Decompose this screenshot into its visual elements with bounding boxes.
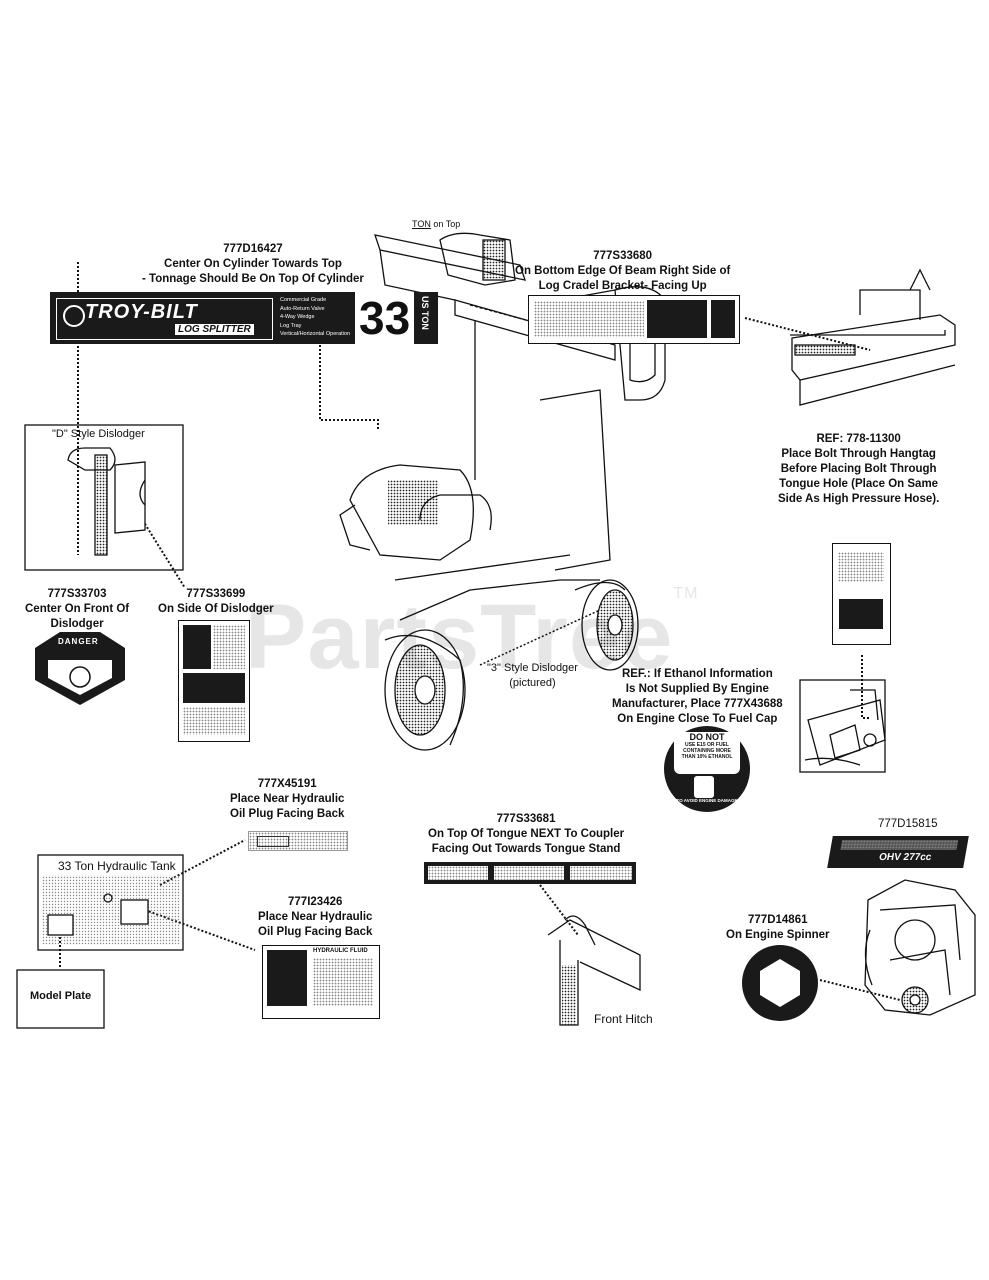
feature-item: Vertical/Horizontal Operation bbox=[280, 331, 351, 337]
three-style-dislodger-label: "3" Style Dislodger (pictured) bbox=[487, 661, 578, 691]
on-top-word: on Top bbox=[430, 219, 461, 229]
leader-line-tongue bbox=[539, 884, 579, 936]
feature-item: Auto-Return Valve bbox=[280, 305, 325, 312]
callout-ref-778-11300: REF: 778-11300 Place Bolt Through Hangta… bbox=[778, 432, 939, 507]
log-splitter-label: LOG SPLITTER bbox=[175, 324, 254, 335]
danger-label: DANGER bbox=[58, 637, 99, 646]
feature-item: Commercial Grade bbox=[280, 297, 327, 303]
callout-line: Log Cradel Bracket- Facing Up bbox=[538, 280, 707, 292]
troybilt-logo: TROY-BILT bbox=[85, 301, 198, 323]
part-number: REF: 778-11300 bbox=[816, 433, 901, 445]
hydraulic-fluid-label: HYDRAULIC FLUID bbox=[313, 948, 368, 954]
callout-777d16427: 777D16427 Center On Cylinder Towards Top… bbox=[142, 242, 364, 287]
leader-line-cylinder bbox=[319, 345, 379, 430]
trademark-mark: TM bbox=[673, 585, 699, 602]
beam-inset-drawing bbox=[790, 268, 956, 406]
model-plate-box bbox=[16, 969, 105, 1029]
callout-line: On Side Of Dislodger bbox=[158, 603, 274, 615]
part-number: 777D15815 bbox=[878, 818, 938, 830]
front-hitch-label: Front Hitch bbox=[594, 1012, 653, 1026]
callout-777x45191: 777X45191 Place Near Hydraulic Oil Plug … bbox=[230, 777, 344, 822]
callout-777d15815: 777D15815 bbox=[878, 817, 937, 832]
hexagon-icon bbox=[760, 959, 800, 1007]
part-number: 777I23426 bbox=[288, 896, 343, 908]
dislodger-side-decal bbox=[178, 620, 250, 742]
ethanol-line: THAN 10% ETHANOL bbox=[681, 754, 733, 760]
callout-line: Oil Plug Facing Back bbox=[230, 808, 345, 820]
model-plate-label: Model Plate bbox=[29, 990, 92, 1002]
troybilt-tonnage-decal: TROY-BILT LOG SPLITTER Commercial Grade … bbox=[50, 292, 438, 344]
leader-line-hangtag bbox=[861, 655, 870, 719]
leader-line-beam bbox=[744, 317, 871, 351]
callout-777i23426: 777I23426 Place Near Hydraulic Oil Plug … bbox=[258, 895, 372, 940]
callout-777d14861: 777D14861 On Engine Spinner bbox=[726, 913, 830, 943]
callout-line: Side As High Pressure Hose). bbox=[778, 493, 940, 505]
callout-line: Manufacturer, Place 777X43688 bbox=[612, 698, 783, 710]
part-number: 777D14861 bbox=[748, 914, 808, 926]
callout-line: Tongue Hole (Place On Same bbox=[779, 478, 939, 490]
ton-on-top-label: TON on Top bbox=[412, 219, 460, 229]
ethanol-line: DO NOT bbox=[689, 732, 725, 742]
hydraulic-tank-label: 33 Ton Hydraulic Tank bbox=[58, 859, 176, 873]
part-number: 777S33699 bbox=[186, 588, 246, 600]
callout-line: On Top Of Tongue NEXT To Coupler bbox=[428, 828, 625, 840]
hangtag-decal bbox=[832, 543, 891, 645]
callout-line: On Engine Spinner bbox=[726, 929, 830, 941]
callout-ref-ethanol: REF.: If Ethanol Information Is Not Supp… bbox=[612, 667, 783, 727]
callout-line: - Tonnage Should Be On Top Of Cylinder bbox=[142, 273, 364, 285]
part-number: 777S33681 bbox=[496, 813, 556, 825]
callout-777s33680: 777S33680 On Bottom Edge Of Beam Right S… bbox=[515, 249, 730, 294]
part-number: 777S33703 bbox=[47, 588, 107, 600]
ton-word: TON bbox=[412, 219, 431, 229]
leader-line-tank-2 bbox=[144, 909, 256, 951]
engine-ohv-decal: OHV 277cc bbox=[827, 836, 969, 868]
part-number: 777S33680 bbox=[593, 250, 653, 262]
ethanol-warning-decal: DO NOT USE E15 OR FUEL CONTAINING MORE T… bbox=[664, 726, 750, 812]
callout-line: REF.: If Ethanol Information bbox=[621, 668, 773, 680]
callout-777s33703: 777S33703 Center On Front Of Dislodger bbox=[25, 587, 129, 632]
callout-777s33681: 777S33681 On Top Of Tongue NEXT To Coupl… bbox=[428, 812, 624, 857]
feature-list: Commercial Grade Auto-Return Valve 4-Way… bbox=[280, 296, 350, 339]
front-hitch-drawing bbox=[547, 915, 641, 1026]
ethanol-line: CONTAINING MORE bbox=[683, 748, 731, 754]
callout-line: Before Placing Bolt Through bbox=[780, 463, 937, 475]
oil-plug-decal-small bbox=[248, 831, 348, 851]
callout-line: Dislodger bbox=[50, 618, 104, 630]
callout-line: Center On Cylinder Towards Top bbox=[164, 258, 342, 270]
callout-line: Place Near Hydraulic bbox=[230, 793, 345, 805]
d-style-frame bbox=[24, 424, 184, 571]
hangtag-inset-drawing bbox=[799, 679, 886, 773]
beam-warning-decal bbox=[528, 295, 740, 344]
leader-line-spinner bbox=[819, 979, 901, 1001]
callout-line: Facing Out Towards Tongue Stand bbox=[431, 843, 621, 855]
callout-line: Place Near Hydraulic bbox=[258, 911, 373, 923]
three-style-line: (pictured) bbox=[509, 677, 556, 689]
hydraulic-fluid-decal: HYDRAULIC FLUID bbox=[262, 945, 380, 1019]
ohv-label: OHV 277cc bbox=[878, 852, 933, 863]
feature-item: 4-Way Wedge bbox=[280, 314, 315, 320]
ethanol-ring-text: TO AVOID ENGINE DAMAGE bbox=[676, 798, 738, 803]
three-style-line: "3" Style Dislodger bbox=[487, 662, 578, 674]
callout-line: Oil Plug Facing Back bbox=[258, 926, 373, 938]
feature-item: Log Tray bbox=[280, 322, 302, 329]
part-number: 777X45191 bbox=[257, 778, 317, 790]
engine-spinner-decal bbox=[742, 945, 818, 1021]
engine-drawing bbox=[864, 879, 976, 1016]
callout-line: Is Not Supplied By Engine bbox=[625, 683, 769, 695]
ethanol-line: USE E15 OR FUEL bbox=[685, 742, 729, 748]
part-number: 777D16427 bbox=[223, 243, 283, 255]
callout-777s33699: 777S33699 On Side Of Dislodger bbox=[158, 587, 274, 617]
callout-line: Place Bolt Through Hangtag bbox=[781, 448, 936, 460]
tonnage-number: 33 bbox=[355, 292, 415, 344]
hydraulic-tank-drawing bbox=[37, 854, 184, 951]
callout-line: On Engine Close To Fuel Cap bbox=[617, 713, 778, 725]
logo-circle-icon bbox=[63, 305, 85, 327]
fuel-pump-icon bbox=[694, 776, 714, 798]
d-style-dislodger-label: "D" Style Dislodger bbox=[52, 428, 145, 440]
callout-line: Center On Front Of bbox=[25, 603, 130, 615]
callout-line: On Bottom Edge Of Beam Right Side of bbox=[515, 265, 731, 277]
tongue-decal bbox=[424, 862, 636, 884]
